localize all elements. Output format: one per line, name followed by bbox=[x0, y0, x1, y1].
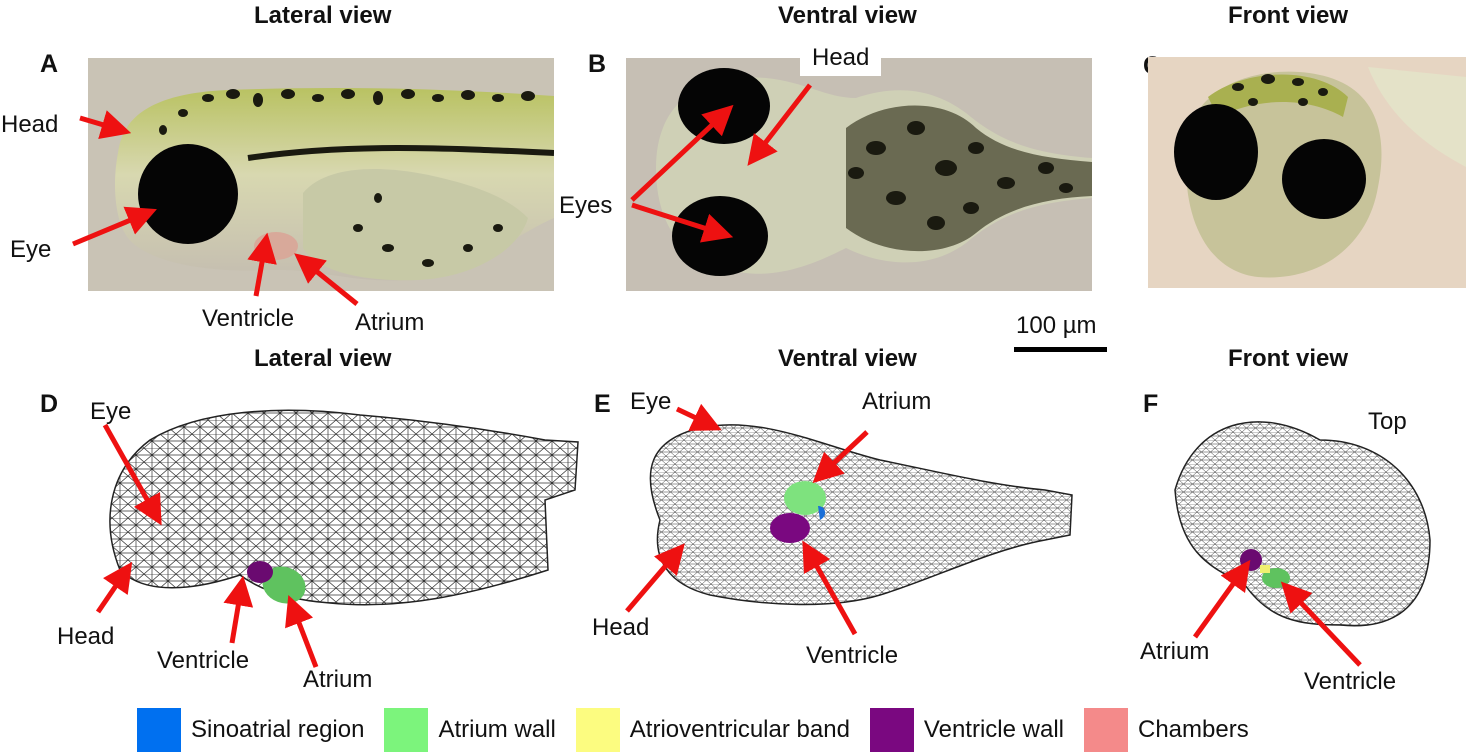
title-front-bottom: Front view bbox=[1228, 345, 1349, 372]
label-d-atrium: Atrium bbox=[303, 666, 373, 693]
label-a-ventricle: Ventricle bbox=[202, 305, 295, 332]
legend-swatch-atrium-wall bbox=[384, 708, 429, 752]
legend-label-ventricle-wall: Ventricle wall bbox=[923, 716, 1064, 743]
legend-item-chambers: Chambers bbox=[1083, 708, 1249, 752]
label-d-head: Head bbox=[57, 623, 115, 650]
scale-bar bbox=[1014, 347, 1107, 352]
legend-swatch-av-band bbox=[575, 708, 620, 752]
title-front-top: Front view bbox=[1228, 2, 1349, 29]
label-d-eye: Eye bbox=[90, 398, 132, 425]
legend-label-av-band: Atrioventricular band bbox=[629, 716, 850, 743]
title-lateral-bottom: Lateral view bbox=[254, 345, 392, 372]
legend-item-sinoatrial: Sinoatrial region bbox=[137, 708, 364, 752]
panel-letter-b: B bbox=[588, 50, 607, 78]
panel-letter-a: A bbox=[40, 50, 59, 78]
label-e-atrium: Atrium bbox=[862, 388, 932, 415]
label-d-ventricle: Ventricle bbox=[157, 647, 250, 674]
label-f-ventricle: Ventricle bbox=[1304, 668, 1397, 695]
label-b-eyes: Eyes bbox=[559, 192, 613, 219]
title-ventral-bottom: Ventral view bbox=[778, 345, 917, 372]
legend-label-chambers: Chambers bbox=[1137, 716, 1249, 743]
title-lateral-top: Lateral view bbox=[254, 2, 392, 29]
legend-label-atrium-wall: Atrium wall bbox=[438, 716, 556, 743]
legend-swatch-sinoatrial bbox=[137, 708, 181, 752]
legend-item-ventricle-wall: Ventricle wall bbox=[869, 708, 1064, 752]
legend-item-atrium-wall: Atrium wall bbox=[384, 708, 556, 752]
label-f-top: Top bbox=[1368, 408, 1407, 435]
label-a-head: Head bbox=[1, 111, 59, 138]
panel-letter-d: D bbox=[40, 390, 59, 418]
photo-front bbox=[1148, 57, 1466, 288]
label-e-ventricle: Ventricle bbox=[806, 642, 899, 669]
label-e-eye: Eye bbox=[630, 388, 672, 415]
legend-item-av-band: Atrioventricular band bbox=[575, 708, 850, 752]
label-a-atrium: Atrium bbox=[355, 309, 425, 336]
photo-lateral bbox=[88, 58, 554, 291]
label-a-eye: Eye bbox=[10, 236, 52, 263]
legend-swatch-ventricle-wall bbox=[869, 708, 914, 752]
label-f-atrium: Atrium bbox=[1140, 638, 1210, 665]
label-b-head: Head bbox=[800, 44, 882, 76]
legend-swatch-chambers bbox=[1083, 708, 1128, 752]
panel-letter-f: F bbox=[1143, 390, 1159, 418]
scale-label: 100 µm bbox=[1016, 312, 1097, 339]
label-e-head: Head bbox=[592, 614, 650, 641]
panel-letter-e: E bbox=[594, 390, 611, 418]
legend-label-sinoatrial: Sinoatrial region bbox=[191, 716, 365, 743]
title-ventral-top: Ventral view bbox=[778, 2, 917, 29]
legend: Sinoatrial region Atrium wall Atrioventr… bbox=[137, 708, 1269, 752]
